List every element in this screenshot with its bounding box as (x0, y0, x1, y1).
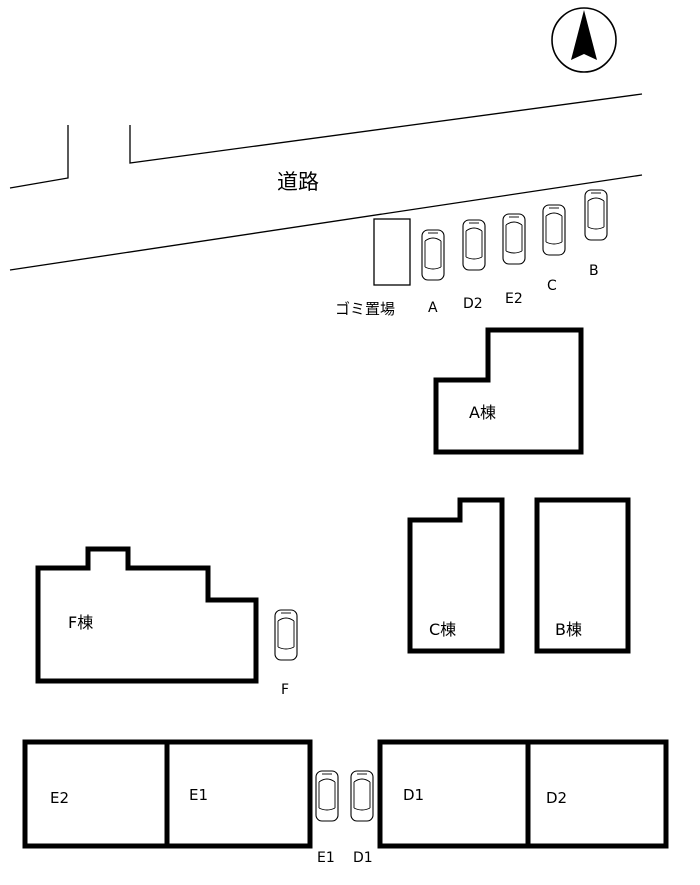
parking-car-e1 (315, 770, 339, 822)
building-f (35, 546, 259, 684)
parking-label-e1: E1 (317, 850, 335, 866)
building-b-label: B棟 (555, 620, 582, 639)
unit-d2-label: D2 (546, 789, 567, 807)
parking-label-d1: D1 (353, 850, 373, 866)
building-f-label: F棟 (68, 613, 93, 632)
parking-car-b (584, 189, 608, 241)
parking-label-b: B (589, 263, 599, 279)
unit-d1-label: D1 (403, 786, 424, 804)
building-a-label: A棟 (469, 403, 496, 422)
parking-label-a: A (428, 300, 438, 316)
north-arrow-icon (551, 7, 617, 73)
parking-label-f: F (281, 682, 289, 698)
road (9, 93, 643, 271)
parking-label-d2: D2 (463, 296, 483, 312)
building-d (377, 739, 669, 849)
parking-label-e2: E2 (505, 291, 523, 307)
parking-car-a (421, 229, 445, 281)
unit-e2-label: E2 (50, 789, 69, 807)
unit-e1-label: E1 (189, 786, 208, 804)
garbage-area (373, 218, 411, 286)
road-label: 道路 (277, 170, 319, 194)
parking-car-f (274, 609, 298, 661)
building-a (433, 327, 584, 455)
building-c (407, 497, 505, 654)
parking-label-c: C (547, 278, 557, 294)
parking-car-d2 (462, 219, 486, 271)
parking-car-e2 (502, 213, 526, 265)
parking-car-d1 (350, 770, 374, 822)
building-c-label: C棟 (429, 620, 456, 639)
parking-car-c (542, 204, 566, 256)
building-b (534, 497, 631, 654)
garbage-label: ゴミ置場 (335, 300, 395, 318)
